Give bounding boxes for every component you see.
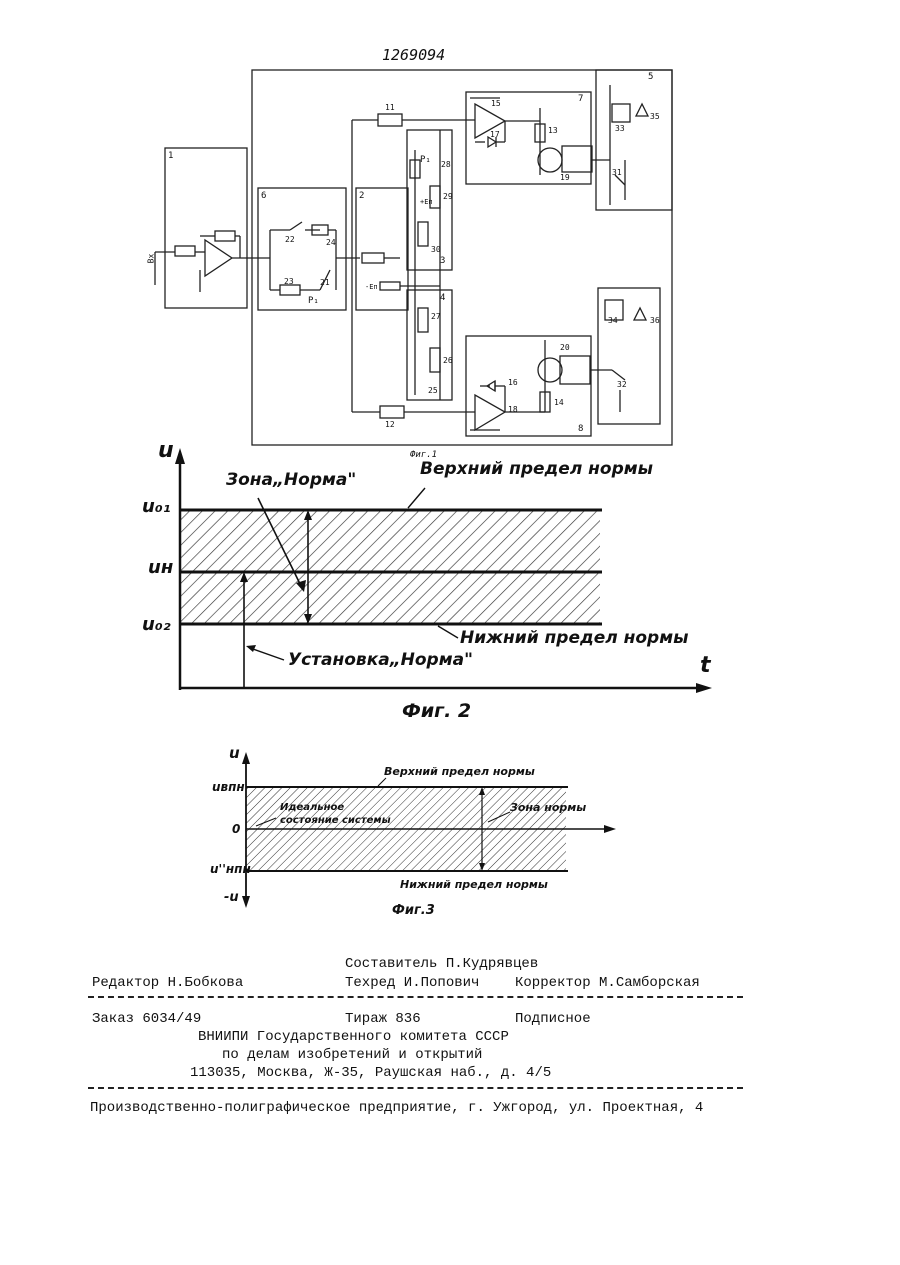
fig2-x-axis-label: t <box>700 653 711 678</box>
fig1-label-15: 15 <box>491 99 501 108</box>
fig1-label-5: 5 <box>648 72 653 82</box>
fig3-lower-label: Нижний предел нормы <box>400 878 548 891</box>
fig1-label-4: 4 <box>440 293 445 303</box>
fig2-zone-label: Зона„Норма" <box>226 470 356 490</box>
fig2-y-axis-label: u <box>158 438 174 463</box>
fig1-relay-label-2: P₁ <box>420 155 431 165</box>
fig2-setting-pointer <box>250 648 284 660</box>
fig1-block-1 <box>165 148 247 308</box>
fig3-y-neg-label: -u <box>224 890 239 905</box>
fig1-label-19: 19 <box>560 173 570 182</box>
fig1-label-21: 21 <box>320 278 330 287</box>
fig2-zone-pointer <box>258 498 302 588</box>
fig1-label-16: 16 <box>508 378 518 387</box>
fig3-tick-lower: u''нпн <box>210 862 251 876</box>
fig1-label-28: 28 <box>441 160 451 169</box>
fig1-label-3: 3 <box>440 256 445 266</box>
credits-editor: Редактор Н.Бобкова <box>92 975 243 991</box>
fig1-circuit <box>0 0 900 470</box>
divider-2 <box>88 1087 743 1089</box>
order-number: Заказ 6034/49 <box>92 1011 201 1027</box>
fig3-y-arrow <box>242 752 250 764</box>
fig1-label-25: 25 <box>428 386 438 395</box>
fig1-label-36: 36 <box>650 316 660 325</box>
fig1-label-26: 26 <box>443 356 453 365</box>
fig1-label-24: 24 <box>326 238 336 247</box>
org-line-2: по делам изобретений и открытий <box>222 1047 482 1063</box>
fig1-label-13: 13 <box>548 126 558 135</box>
fig1-label-30: 30 <box>431 245 441 254</box>
fig3-upper-pointer <box>378 778 386 786</box>
fig2-norm-zone <box>180 510 600 624</box>
fig3-y-axis-label: u <box>229 744 240 762</box>
divider-1 <box>88 996 743 998</box>
fig1-label-29: 29 <box>443 192 453 201</box>
fig1-label-12: 12 <box>385 420 395 429</box>
fig1-label-22: 22 <box>285 235 295 244</box>
fig3-ideal-label: Идеальное состояние системы <box>280 801 400 827</box>
fig1-label-11: 11 <box>385 103 395 112</box>
fig3-ideal-pointer <box>256 818 276 826</box>
fig3-upper-label: Верхний предел нормы <box>384 765 535 778</box>
fig1-block-2 <box>356 188 408 310</box>
fig2-lower-label: Нижний предел нормы <box>460 628 688 648</box>
fig1-label-8: 8 <box>578 424 583 434</box>
fig1-label-6: 6 <box>261 191 266 201</box>
fig3-tick-upper: uвпн <box>212 780 245 794</box>
fig1-label-17: 17 <box>490 130 500 139</box>
fig2-tick-uн: uн <box>148 557 173 578</box>
fig1-label-1: 1 <box>168 151 173 161</box>
fig2-lower-pointer <box>438 626 458 638</box>
fig1-label-31: 31 <box>612 168 622 177</box>
fig1-label-34: 34 <box>608 316 618 325</box>
fig1-label-23: 23 <box>284 277 294 286</box>
fig1-block-5b <box>598 288 660 424</box>
credits-techred: Техред И.Попович <box>345 975 479 991</box>
fig1-label-32: 32 <box>617 380 627 389</box>
fig1-label-2: 2 <box>359 191 364 201</box>
credits-compiler: Составитель П.Кудрявцев <box>345 956 538 972</box>
fig3-zone-pointer <box>488 812 510 822</box>
fig2-caption: Фиг. 2 <box>402 700 471 722</box>
fig1-supply-plus: +Eп <box>420 198 433 206</box>
fig1-label-7: 7 <box>578 94 583 104</box>
fig1-input-label: Вх <box>146 254 155 264</box>
fig3-x-arrow <box>604 825 616 833</box>
fig3-tick-zero: 0 <box>232 822 240 836</box>
fig1-label-33: 33 <box>615 124 625 133</box>
fig1-relay-label: P₁ <box>308 296 319 306</box>
fig1-supply-minus: -Eп <box>365 283 378 291</box>
fig2-upper-label: Верхний предел нормы <box>420 459 653 479</box>
fig3-y-arrow-down <box>242 896 250 908</box>
fig2-setting-label: Установка„Норма" <box>288 650 473 670</box>
credits-corrector: Корректор М.Самборская <box>515 975 700 991</box>
fig1-label-20: 20 <box>560 343 570 352</box>
order-circulation: Тираж 836 <box>345 1011 421 1027</box>
fig2-upper-pointer <box>408 488 425 508</box>
fig3-zone-label: Зона нормы <box>510 801 586 814</box>
fig1-block-7 <box>466 92 591 184</box>
fig1-label-14: 14 <box>554 398 564 407</box>
fig1-block-6 <box>258 188 346 310</box>
order-subscription: Подписное <box>515 1011 591 1027</box>
printer-line: Производственно-полиграфическое предприя… <box>90 1100 703 1116</box>
fig1-label-27: 27 <box>431 312 441 321</box>
org-line-1: ВНИИПИ Государственного комитета СССР <box>198 1029 509 1045</box>
fig1-outer-frame <box>252 70 672 445</box>
fig1-label-18: 18 <box>508 405 518 414</box>
fig3-caption: Фиг.3 <box>392 903 435 918</box>
org-address: 113035, Москва, Ж-35, Раушская наб., д. … <box>190 1065 551 1081</box>
fig2-tick-u02: u₀₂ <box>142 614 171 635</box>
fig1-block-5 <box>596 70 672 210</box>
fig1-block-4 <box>407 290 452 400</box>
fig2-x-arrow <box>696 683 712 693</box>
fig3-norm-zone <box>246 787 566 871</box>
fig1-label-35: 35 <box>650 112 660 121</box>
fig2-tick-u01: u₀₁ <box>142 496 171 517</box>
